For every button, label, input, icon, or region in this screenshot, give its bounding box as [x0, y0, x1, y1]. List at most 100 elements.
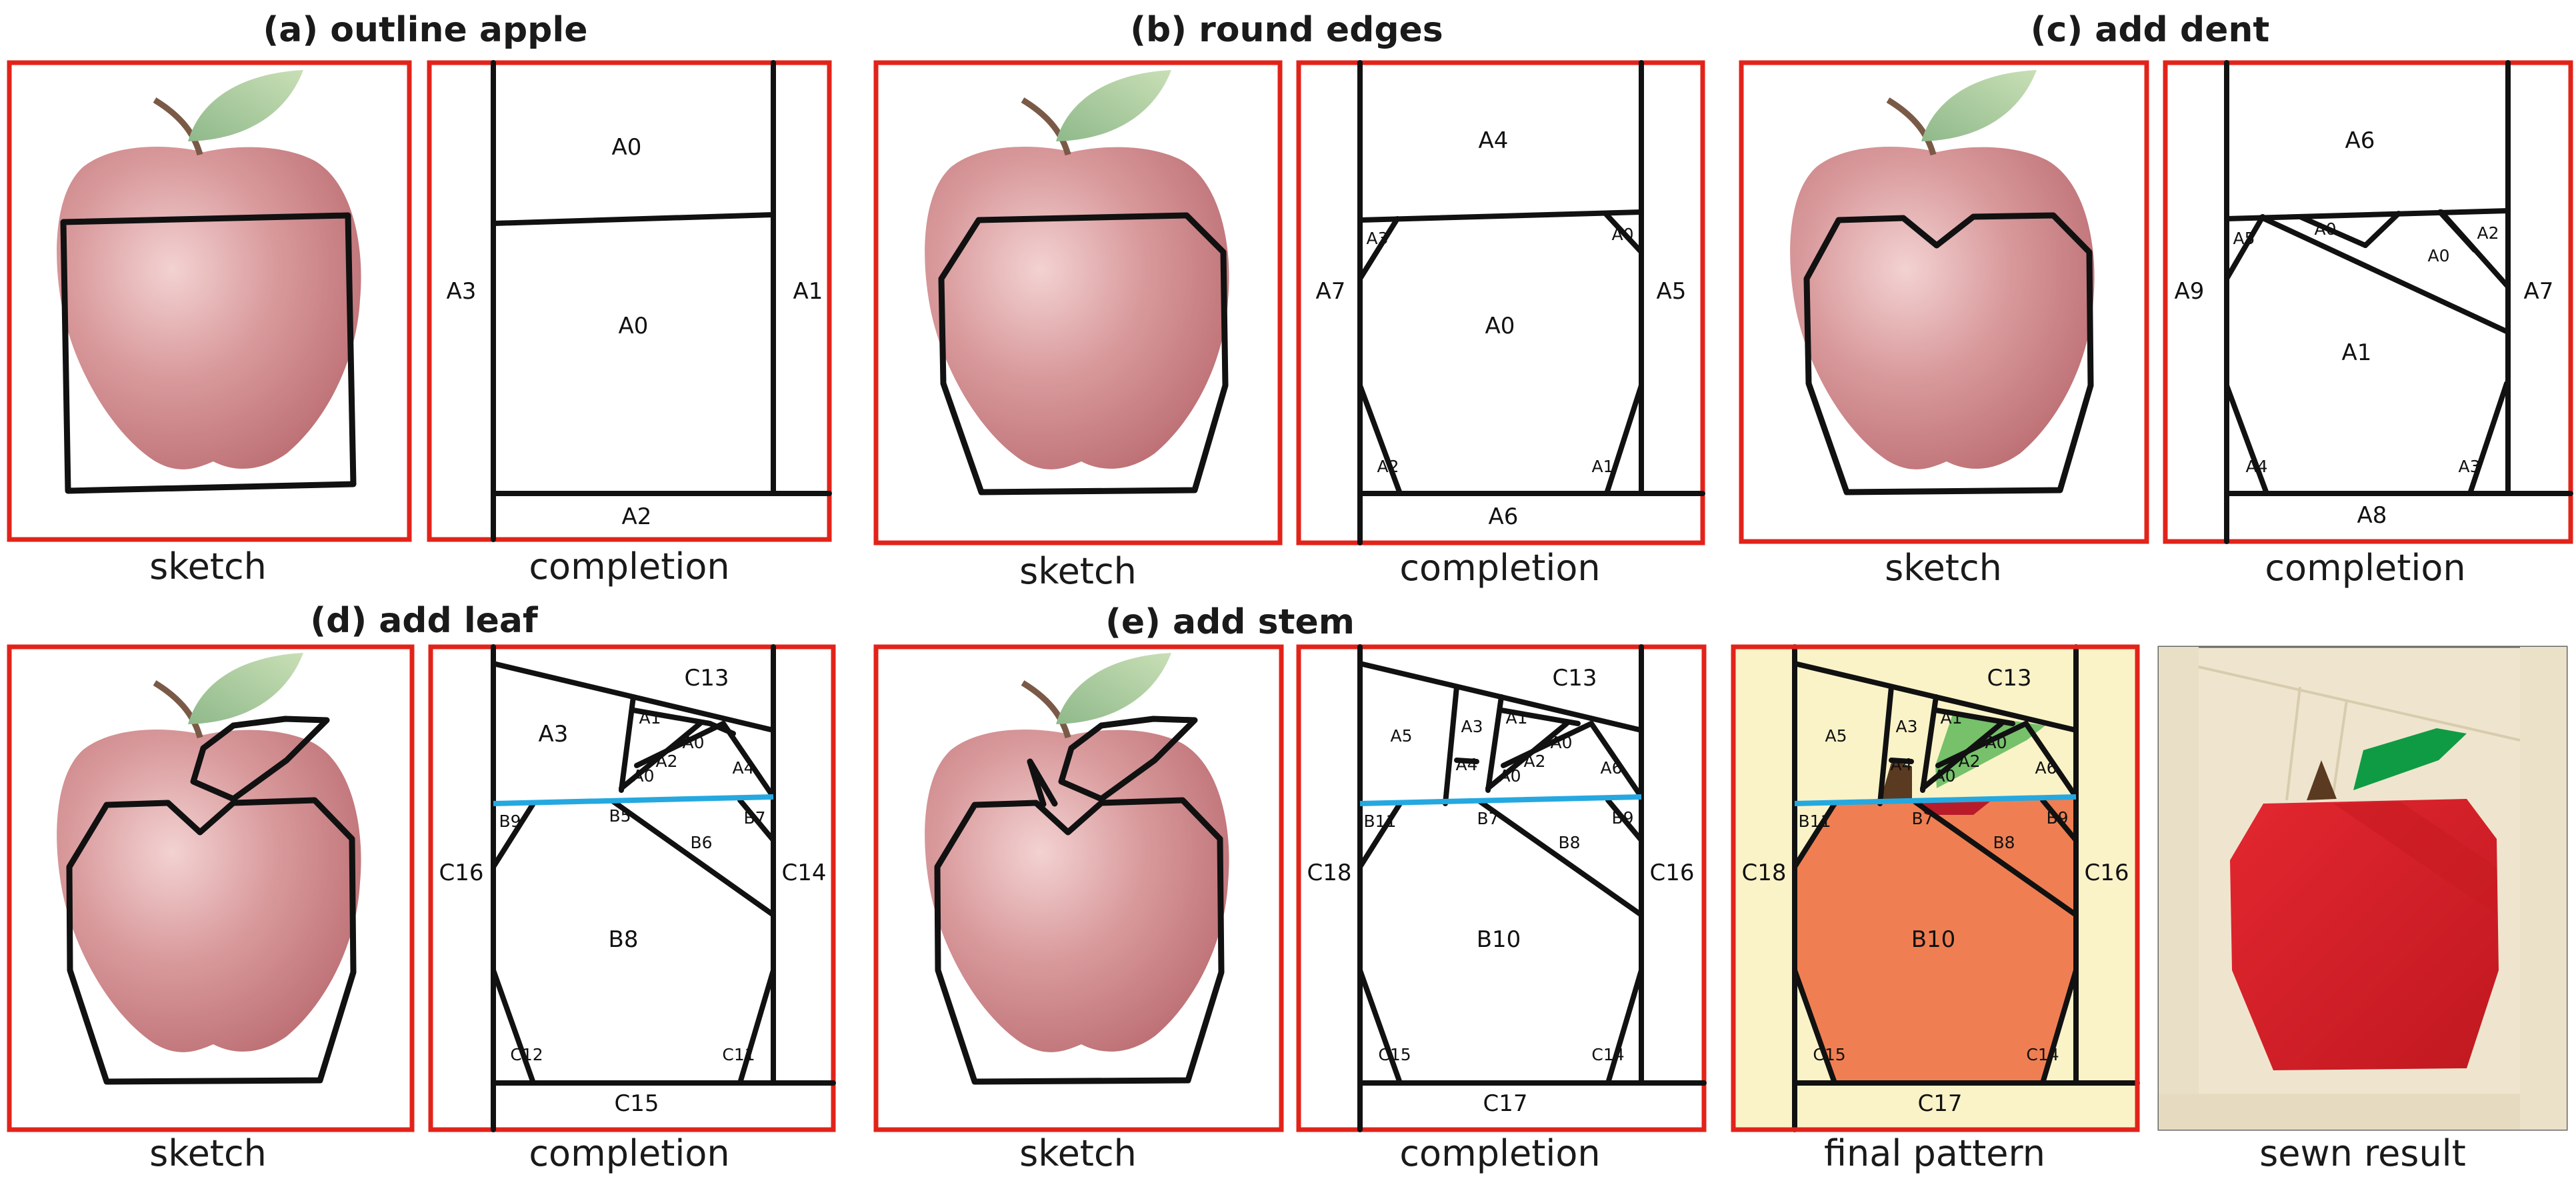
- region-label: A8: [2357, 502, 2387, 529]
- pattern-frame: [1731, 644, 2140, 1132]
- region-label: A1: [793, 278, 823, 305]
- region-label: A6: [2035, 758, 2057, 778]
- region-label: B8: [609, 926, 639, 953]
- stem-icon: [153, 97, 203, 156]
- region-label: B10: [1477, 926, 1521, 953]
- region-label: A3: [1461, 717, 1483, 736]
- sketch-stroke: [190, 716, 330, 802]
- region-label: B11: [1799, 812, 1831, 831]
- region-label: A0: [619, 313, 649, 339]
- region-label: A0: [1933, 766, 1955, 786]
- sketch-caption: sketch: [1885, 547, 2002, 589]
- region-label: A0: [2314, 219, 2336, 239]
- region-label: B8: [1558, 833, 1580, 852]
- completion-diagram: [1357, 644, 1707, 1132]
- sketch-stroke: [934, 797, 1225, 1085]
- region-label: B7: [1911, 809, 1933, 828]
- sketch-stroke: [938, 212, 1229, 495]
- region-label: B8: [1993, 833, 2015, 852]
- sketch-caption: sketch: [1019, 1132, 1137, 1174]
- region-label: A0: [1550, 733, 1572, 752]
- region-label: A0: [612, 134, 642, 161]
- region-label: C15: [614, 1090, 659, 1117]
- apple-photo-icon: [57, 70, 361, 469]
- sketch-stroke: [66, 797, 357, 1085]
- region-label: A4: [2245, 457, 2267, 476]
- leaf-icon: [2353, 728, 2467, 790]
- stem-icon: [1027, 758, 1058, 808]
- region-label: C17: [1917, 1090, 1962, 1117]
- fabric-border-bottom: [2159, 1094, 2567, 1130]
- region-label: A0: [1611, 225, 1633, 244]
- apple-icon: [2230, 799, 2499, 1070]
- region-label: A5: [1390, 726, 1412, 746]
- completion-caption: completion: [529, 1132, 729, 1174]
- region-label: A1: [639, 708, 661, 728]
- region-label: C14: [781, 860, 826, 886]
- region-label: A3: [1895, 717, 1917, 736]
- completion-caption: completion: [1399, 547, 1600, 589]
- region-label: A2: [622, 503, 652, 530]
- step-e: (e) add stem sketch: [873, 602, 1707, 1174]
- region-label: B7: [1477, 809, 1499, 828]
- region-label: C17: [1483, 1090, 1527, 1117]
- completion-caption: completion: [1399, 1132, 1600, 1174]
- region-label: C18: [1307, 860, 1351, 886]
- completion-diagram: [2224, 60, 2573, 544]
- region-label: B9: [2046, 808, 2068, 828]
- apple-fold: [2333, 802, 2497, 915]
- leaf-icon: [188, 70, 303, 141]
- apple-photo-icon: [925, 653, 1229, 1052]
- seam: [2332, 700, 2348, 794]
- region-label: A2: [2477, 223, 2499, 243]
- region-label: A1: [1505, 708, 1527, 728]
- completion-diagram: [491, 644, 836, 1132]
- region-label: B10: [1911, 926, 1956, 953]
- region-label: C15: [1378, 1045, 1411, 1064]
- stem-icon: [2307, 760, 2337, 800]
- leaf-icon: [1935, 712, 2045, 788]
- apple-photo-icon: [925, 70, 1229, 469]
- completion-diagram: [491, 60, 832, 542]
- step-title: (e) add stem: [1105, 602, 1355, 642]
- region-label: A2: [1523, 752, 1545, 771]
- region-label: A1: [1940, 708, 1962, 728]
- completion-frame: [2163, 60, 2573, 544]
- region-label: A0: [682, 733, 704, 752]
- region-label: A0: [1485, 313, 1515, 339]
- region-label: A1: [1591, 457, 1613, 476]
- region-label: B7: [743, 808, 765, 828]
- region-label: C13: [684, 665, 729, 692]
- fabric-border-left: [2159, 647, 2199, 1130]
- region-label: C18: [1741, 860, 1786, 886]
- region-label: A4: [1479, 127, 1509, 154]
- region-label: C13: [1552, 665, 1597, 692]
- region-label: A7: [1316, 278, 1346, 305]
- region-label: C14: [1591, 1045, 1624, 1064]
- region-label: A5: [1657, 278, 1687, 305]
- sketch-stroke: [1803, 212, 2094, 495]
- completion-diagram: [1357, 60, 1705, 545]
- region-label: A3: [2458, 457, 2480, 476]
- step-title: (a) outline apple: [263, 10, 588, 50]
- sketch-stroke: [60, 212, 357, 494]
- fabric-border-right: [2520, 647, 2567, 1130]
- sketch-frame: [873, 644, 1284, 1132]
- sketch-stroke: [1058, 716, 1198, 802]
- region-label: C16: [2084, 860, 2129, 886]
- region-label: A1: [2342, 339, 2372, 366]
- step-title: (b) round edges: [1130, 10, 1443, 50]
- region-label: A5: [2233, 229, 2255, 248]
- completion-frame: [1296, 644, 1707, 1132]
- region-label: A3: [447, 278, 477, 305]
- sketch-caption: sketch: [1019, 550, 1137, 592]
- region-label: C12: [510, 1045, 543, 1064]
- region-label: A6: [2345, 127, 2375, 154]
- apple-photo-icon: [57, 653, 361, 1052]
- region-label: A0: [1985, 733, 2007, 752]
- region-label: A0: [1499, 766, 1521, 786]
- apple-photo-icon: [1790, 70, 2095, 469]
- sketch-frame: [873, 60, 1283, 545]
- final-pattern: C13 A5 A3 A1 A0 A4 A2 A0 A6 B11 B7 B9 B8…: [1731, 644, 2140, 1174]
